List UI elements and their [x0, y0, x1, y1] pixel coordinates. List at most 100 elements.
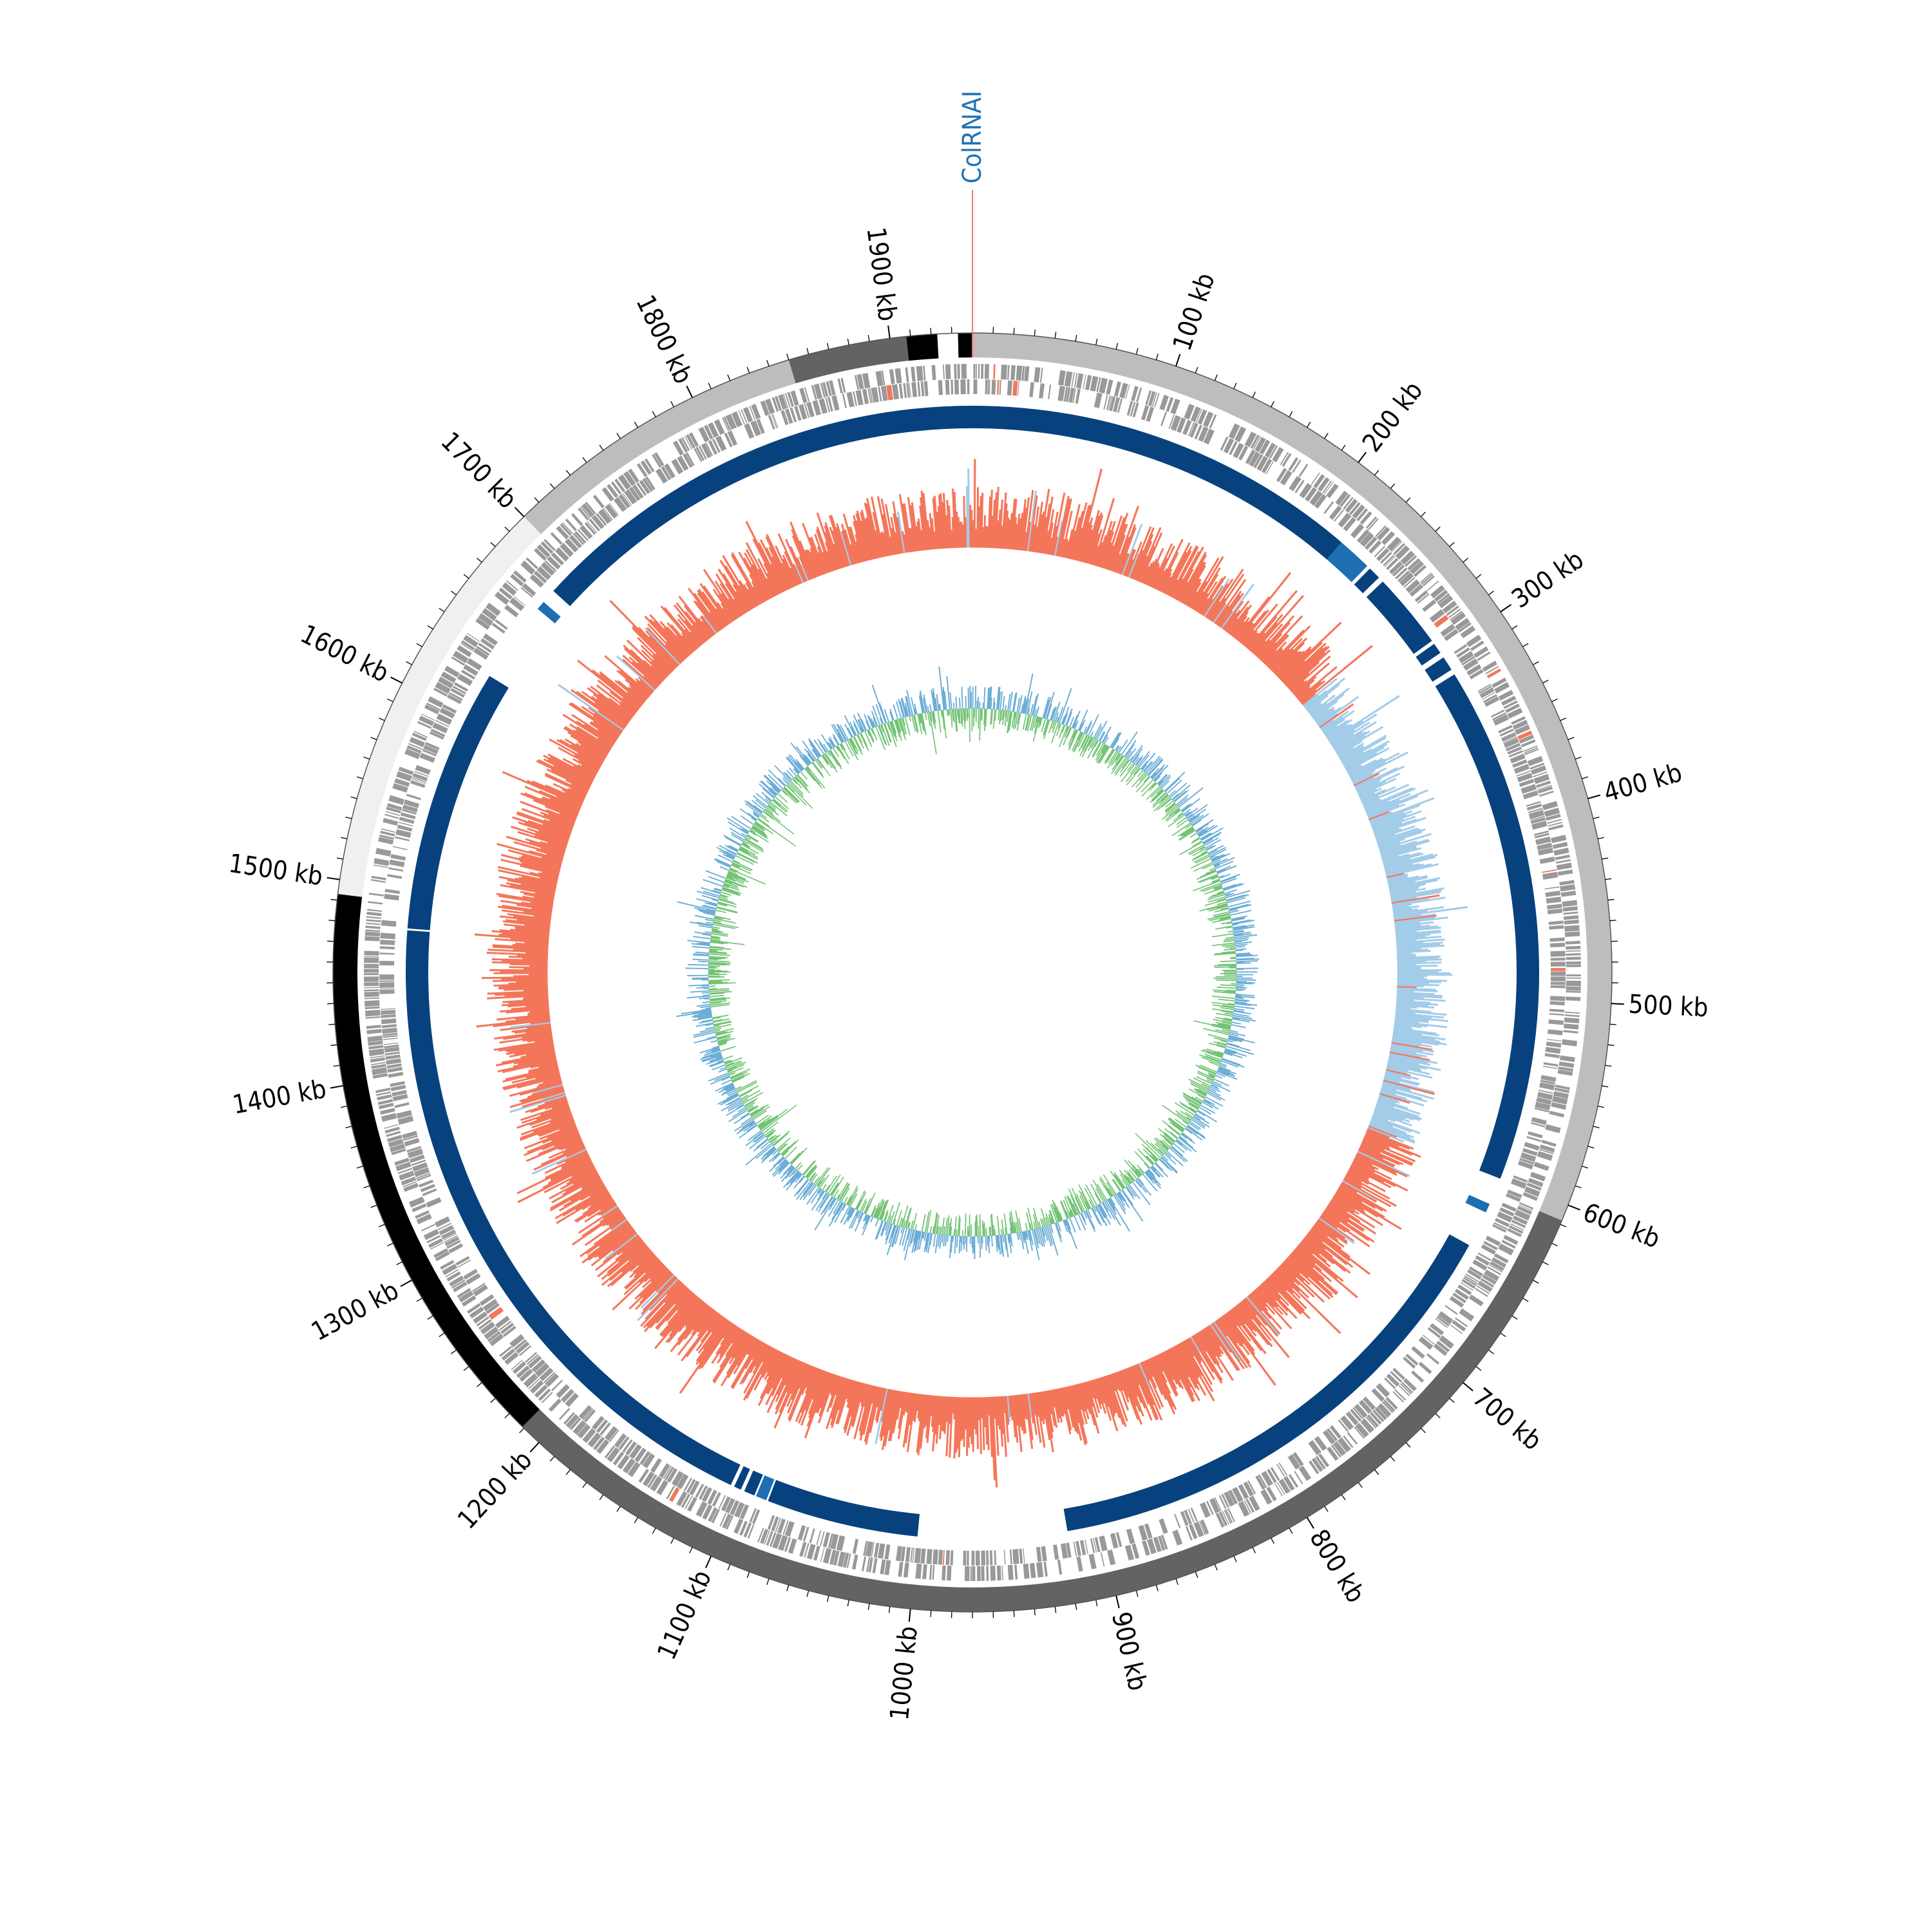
cds-feature [1563, 915, 1579, 920]
cds-feature [448, 1243, 464, 1254]
gc-bar [698, 960, 709, 963]
cds-feature [704, 424, 714, 440]
gc-bar [1000, 1229, 1003, 1235]
cds-feature [438, 676, 454, 688]
cds-feature [1222, 1510, 1229, 1525]
cds-feature [1530, 762, 1545, 770]
cds-feature [1244, 431, 1257, 448]
gc-bar [692, 977, 709, 980]
cds-feature [1100, 1551, 1105, 1567]
minor-tick [1435, 526, 1441, 532]
gc-bar [1229, 967, 1237, 969]
homology-block [1435, 674, 1540, 1179]
cds-feature [1245, 450, 1256, 464]
cds-feature [473, 1284, 488, 1297]
gc-bar [1229, 909, 1252, 916]
cds-feature [822, 1548, 832, 1564]
gc-bar [929, 1226, 933, 1234]
cds-feature [947, 1566, 952, 1581]
gc-bar [1217, 986, 1236, 989]
minor-tick [336, 857, 343, 860]
cds-feature [914, 1548, 922, 1564]
cds-feature [571, 513, 583, 526]
cds-feature [1446, 605, 1459, 616]
cds-feature [364, 951, 379, 956]
cds-feature [1048, 384, 1052, 399]
cds-feature [877, 1543, 886, 1559]
cds-feature [1058, 370, 1066, 386]
cds-feature [380, 1009, 396, 1015]
cds-feature [365, 925, 381, 929]
cds-feature [1503, 700, 1518, 709]
cds-feature [1358, 1399, 1372, 1414]
cds-feature [394, 1102, 410, 1108]
cds-feature [1405, 554, 1417, 567]
cds-feature [1029, 1562, 1036, 1578]
cds-feature [406, 1146, 422, 1153]
minor-tick [1593, 817, 1600, 819]
cds-feature [1238, 1501, 1250, 1517]
cds-feature [1534, 1107, 1549, 1113]
cds-feature [1522, 1191, 1539, 1201]
gc-bar [1090, 731, 1094, 737]
minor-tick [1034, 329, 1036, 336]
gc-bar [1236, 974, 1253, 976]
cds-feature [938, 1549, 943, 1565]
cds-feature [381, 1014, 396, 1018]
cds-feature [1221, 1493, 1229, 1508]
cds-feature [475, 618, 490, 630]
cds-feature [547, 556, 561, 570]
cds-feature [676, 1491, 688, 1506]
cds-feature [372, 1067, 388, 1075]
cds-feature [565, 1414, 580, 1428]
cds-feature [1278, 1462, 1288, 1476]
cds-feature [708, 1507, 717, 1522]
cds-feature [822, 1531, 830, 1548]
cds-feature [1411, 1346, 1425, 1359]
cds-feature [1426, 1353, 1440, 1365]
minor-tick [1233, 383, 1237, 389]
gc-bar [921, 1213, 926, 1232]
minor-tick [1551, 698, 1558, 703]
skew-bar [971, 509, 973, 548]
cds-feature [629, 1444, 642, 1459]
cds-feature [1376, 547, 1390, 562]
minor-tick [616, 1506, 621, 1512]
minor-tick [416, 643, 422, 647]
cds-feature [1039, 368, 1043, 383]
cds-feature [954, 379, 960, 395]
cds-feature [1551, 1096, 1568, 1105]
gc-bar [1211, 933, 1234, 938]
cds-feature [1490, 709, 1505, 718]
cds-feature [1018, 381, 1020, 396]
cds-feature [1099, 377, 1108, 394]
cds-feature [722, 1513, 732, 1529]
cds-feature [536, 566, 551, 580]
cds-feature [424, 704, 440, 715]
cds-feature [1435, 1318, 1448, 1329]
cds-feature [445, 1269, 459, 1278]
cds-feature [1141, 405, 1150, 421]
cds-feature [1546, 813, 1561, 821]
cds-feature [467, 1303, 481, 1314]
minor-tick [1560, 1224, 1567, 1227]
gc-bar [1235, 989, 1243, 991]
cds-feature [1539, 1144, 1555, 1153]
rna-feature [886, 384, 893, 401]
minor-tick [387, 1242, 393, 1247]
cds-feature [531, 1359, 546, 1373]
cds-feature [1403, 1356, 1416, 1369]
minor-tick [427, 625, 433, 630]
cds-feature [685, 1495, 693, 1510]
minor-tick [1463, 558, 1468, 563]
skew-bar [1397, 971, 1439, 973]
minor-tick [909, 329, 911, 336]
cds-feature [412, 1162, 428, 1172]
cds-feature [1400, 1383, 1412, 1395]
cds-feature [855, 390, 864, 406]
cds-feature [1314, 1435, 1327, 1452]
cds-feature [1546, 1041, 1562, 1048]
cds-feature [663, 1466, 672, 1479]
cds-feature [1545, 1046, 1561, 1054]
cds-feature [701, 1487, 712, 1502]
